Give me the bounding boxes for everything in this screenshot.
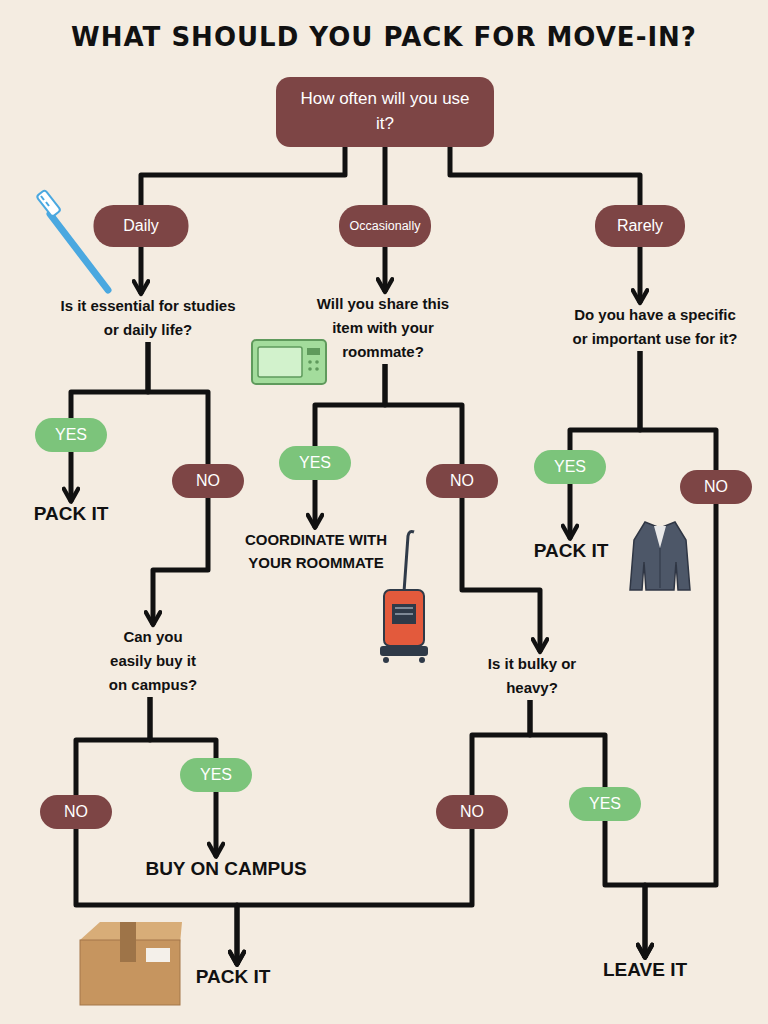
flow-connector: [645, 504, 716, 958]
flow-connector: [69, 452, 74, 502]
vacuum-icon: [380, 532, 428, 664]
flow-connector: [638, 247, 643, 303]
flow-connector: [385, 364, 462, 464]
node-text: NO: [450, 472, 474, 490]
outcome-text: PACK IT: [11, 502, 131, 527]
outcome-text: BUY ON CAMPUS: [116, 857, 336, 882]
flow-connector: [71, 342, 148, 418]
outcome-text: LEAVE IT: [585, 958, 705, 983]
no-pill: NO: [680, 470, 752, 504]
flow-connector: [150, 697, 216, 758]
cardboard-box-icon: [80, 922, 182, 1005]
node-text: Rarely: [617, 217, 663, 235]
node-text: Will you share this item with your roomm…: [301, 292, 466, 364]
node-text: YES: [299, 454, 331, 472]
node-text: PACK IT: [173, 965, 293, 990]
question-text: Do you have a specific or important use …: [569, 303, 741, 351]
yes-pill: YES: [534, 450, 606, 484]
outcome-text: COORDINATE WITH YOUR ROOMMATE: [229, 528, 404, 575]
blazer-icon: [630, 522, 690, 590]
flow-connector: [237, 829, 472, 965]
outcome-text: PACK IT: [173, 965, 293, 990]
question-box: How often will you use it?: [276, 77, 494, 147]
no-pill: NO: [40, 795, 112, 829]
flow-connector: [315, 364, 385, 446]
node-text: BUY ON CAMPUS: [116, 857, 336, 882]
yes-pill: YES: [180, 758, 252, 792]
node-text: How often will you use it?: [294, 87, 476, 136]
flow-connector: [313, 480, 318, 528]
node-text: Is it essential for studies or daily lif…: [53, 294, 243, 342]
flow-connector: [450, 147, 640, 205]
flow-connector: [76, 697, 150, 795]
question-text: Is it essential for studies or daily lif…: [53, 294, 243, 342]
node-text: Can you easily buy it on campus?: [101, 625, 206, 697]
outcome-text: PACK IT: [511, 539, 631, 564]
node-text: NO: [64, 803, 88, 821]
flow-connector: [640, 351, 716, 470]
flow-connector: [568, 484, 573, 539]
flow-connector: [76, 829, 237, 965]
flow-connector: [153, 498, 208, 625]
yes-pill: YES: [279, 446, 351, 480]
yes-pill: YES: [569, 787, 641, 821]
question-text: Can you easily buy it on campus?: [101, 625, 206, 697]
question-text: Is it bulky or heavy?: [472, 652, 592, 700]
node-text: Do you have a specific or important use …: [569, 303, 741, 351]
flow-connector: [139, 247, 144, 294]
node-text: NO: [460, 803, 484, 821]
node-text: YES: [554, 458, 586, 476]
node-text: NO: [196, 472, 220, 490]
flow-connector: [605, 821, 645, 958]
question-text: Will you share this item with your roomm…: [301, 292, 466, 364]
flow-connector: [472, 700, 530, 795]
flow-connector: [383, 147, 388, 205]
node-text: PACK IT: [11, 502, 131, 527]
title: WHAT SHOULD YOU PACK FOR MOVE-IN?: [0, 22, 768, 52]
flow-connector: [570, 351, 640, 450]
yes-pill: YES: [35, 418, 107, 452]
node-text: PACK IT: [511, 539, 631, 564]
no-pill: Rarely: [595, 205, 685, 247]
node-text: Is it bulky or heavy?: [472, 652, 592, 700]
node-text: NO: [704, 478, 728, 496]
microwave-icon: [252, 340, 326, 384]
flow-connector: [148, 342, 208, 464]
flow-connector: [141, 147, 345, 205]
no-pill: NO: [436, 795, 508, 829]
node-text: Occasionally: [350, 219, 421, 233]
flow-connector: [462, 498, 540, 652]
node-text: LEAVE IT: [585, 958, 705, 983]
node-text: YES: [200, 766, 232, 784]
node-text: COORDINATE WITH YOUR ROOMMATE: [229, 528, 404, 575]
node-text: YES: [589, 795, 621, 813]
no-pill: Occasionally: [339, 205, 431, 247]
flow-connector: [214, 792, 219, 857]
node-text: Daily: [123, 217, 159, 235]
no-pill: NO: [426, 464, 498, 498]
flow-connector: [383, 247, 388, 292]
flow-connector: [530, 700, 605, 787]
node-text: YES: [55, 426, 87, 444]
no-pill: Daily: [94, 205, 189, 247]
no-pill: NO: [172, 464, 244, 498]
